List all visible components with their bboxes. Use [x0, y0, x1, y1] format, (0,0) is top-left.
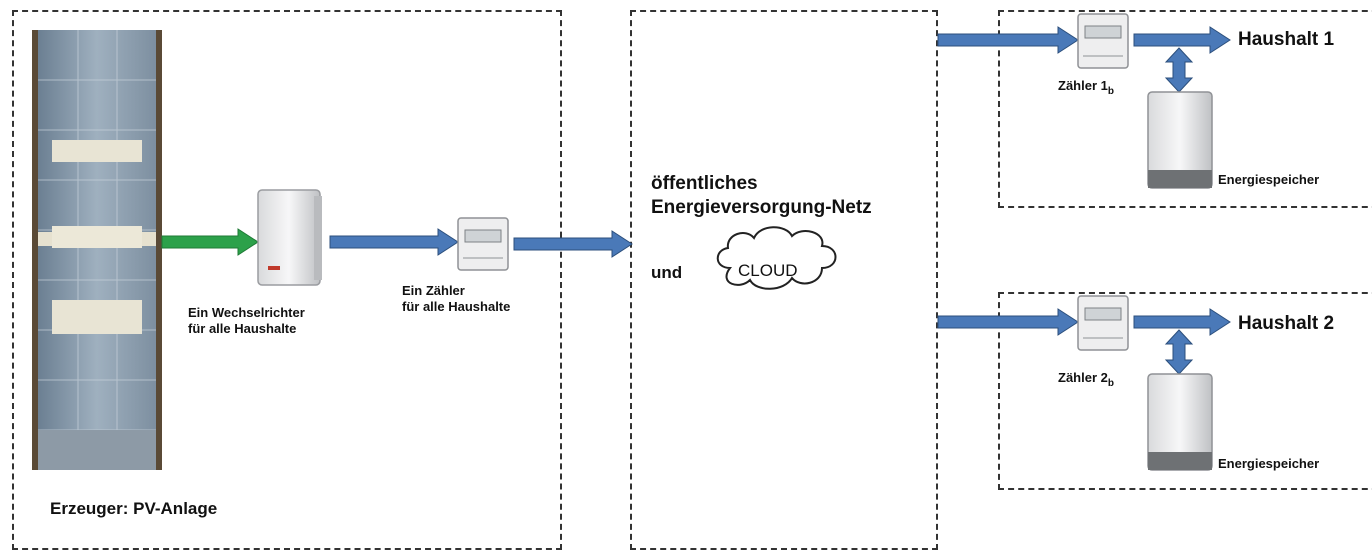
arrow-meter-1-storage-bidirectional	[1164, 47, 1194, 93]
electricity-meter-icon	[457, 217, 509, 271]
grid-title: öffentliches Energieversorgung-Netz	[651, 173, 872, 218]
producer-meter-label: Ein Zähler für alle Haushalte	[402, 283, 511, 315]
cloud-label: CLOUD	[738, 261, 798, 280]
arrow-grid-to-meter-1	[937, 26, 1079, 54]
electricity-meter-icon	[1077, 13, 1129, 69]
battery-storage-icon	[1147, 373, 1213, 471]
household-1-storage-label: Energiespeicher	[1218, 172, 1320, 187]
grid-and-label: und	[651, 263, 683, 282]
household-1-meter-label: Zähler 1b	[1058, 78, 1114, 97]
cloud-icon	[716, 226, 837, 290]
household-2-title: Haushalt 2	[1238, 313, 1335, 334]
solar-panel-icon	[32, 30, 162, 470]
meter-2-name: Zähler 2	[1058, 370, 1108, 385]
household-2-region	[998, 292, 1372, 490]
household-2-storage-label: Energiespeicher	[1218, 456, 1320, 471]
inverter-label: Ein Wechselrichter für alle Haushalte	[188, 305, 305, 337]
arrow-grid-to-meter-2	[937, 308, 1079, 336]
arrow-meter-2-to-household-2	[1133, 308, 1231, 336]
meter-1-name: Zähler 1	[1058, 78, 1108, 93]
meter-1-subscript: b	[1107, 86, 1114, 97]
arrow-meter-to-grid	[513, 230, 633, 258]
household-2-meter-label: Zähler 2b	[1058, 370, 1114, 389]
arrow-meter-2-storage-bidirectional	[1164, 329, 1194, 375]
household-1-region	[998, 10, 1372, 208]
electricity-meter-icon	[1077, 295, 1129, 351]
diagram-graphics	[32, 13, 1231, 471]
household-1-title: Haushalt 1	[1238, 29, 1335, 50]
arrow-meter-1-to-household-1	[1133, 26, 1231, 54]
battery-storage-icon	[1147, 91, 1213, 189]
inverter-icon	[257, 189, 322, 286]
arrow-inverter-to-meter	[329, 228, 459, 256]
meter-2-subscript: b	[1107, 378, 1114, 389]
arrow-pv-to-inverter	[161, 228, 259, 256]
producer-title: Erzeuger: PV-Anlage	[50, 499, 218, 518]
